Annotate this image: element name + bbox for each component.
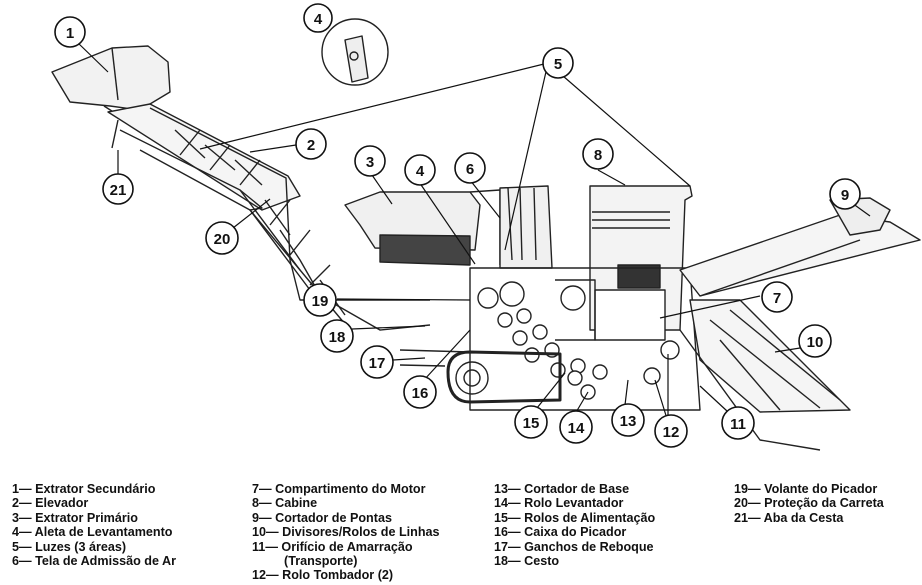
legend-item: 6— Tela de Admissão de Ar bbox=[12, 554, 177, 569]
callout-label: 16 bbox=[412, 385, 429, 402]
legend-item: 17— Ganchos de Reboque bbox=[494, 539, 654, 554]
callout-14: 14 bbox=[559, 410, 593, 444]
callout-4-inset: 4 bbox=[303, 3, 333, 33]
callout-label: 7 bbox=[773, 290, 781, 307]
callout-label: 10 bbox=[807, 334, 824, 351]
callout-label: 12 bbox=[663, 424, 680, 441]
callout-label: 3 bbox=[366, 154, 374, 171]
callout-label: 8 bbox=[594, 147, 602, 164]
callout-label: 19 bbox=[312, 293, 329, 310]
callout-8: 8 bbox=[582, 138, 614, 170]
feed-rollers-shape bbox=[477, 281, 680, 400]
callout-label: 2 bbox=[307, 137, 315, 154]
callout-5: 5 bbox=[542, 47, 574, 79]
callout-7: 7 bbox=[761, 281, 793, 313]
harvester-drawing: 1 2 3 4 4 5 6 7 8 9 10 11 12 13 14 15 16… bbox=[51, 3, 921, 451]
legend-column-2: 7— Compartimento do Motor 8— Cabine 9— C… bbox=[252, 482, 440, 583]
leader-lines bbox=[76, 41, 871, 423]
legend-item: 2— Elevador bbox=[12, 496, 89, 511]
callout-label: 6 bbox=[466, 161, 474, 178]
parts-legend: 1— Extrator Secundário 2— Elevador 3— Ex… bbox=[0, 482, 922, 585]
callout-15: 15 bbox=[514, 405, 548, 439]
legend-item: 14— Rolo Levantador bbox=[494, 496, 624, 511]
callout-4: 4 bbox=[404, 154, 436, 186]
callout-11: 11 bbox=[721, 406, 755, 440]
callout-label: 15 bbox=[523, 415, 540, 432]
crop-divider-shape bbox=[679, 197, 921, 451]
legend-item: 1— Extrator Secundário bbox=[12, 482, 156, 496]
legend-item: 16— Caixa do Picador bbox=[494, 525, 627, 540]
legend-item: 12— Rolo Tombador (2) bbox=[252, 568, 394, 583]
legend-item: 9— Cortador de Pontas bbox=[252, 510, 392, 525]
callout-17: 17 bbox=[360, 345, 394, 379]
callout-9: 9 bbox=[829, 178, 861, 210]
legend-column-1: 1— Extrator Secundário 2— Elevador 3— Ex… bbox=[12, 482, 176, 568]
legend-item: 20— Proteção da Carreta bbox=[734, 496, 884, 511]
legend-item: 15— Rolos de Alimentação bbox=[494, 510, 656, 525]
legend-item: 7— Compartimento do Motor bbox=[252, 482, 426, 496]
callout-label: 17 bbox=[369, 355, 386, 372]
legend-item: 8— Cabine bbox=[252, 496, 318, 511]
legend-item: 19— Volante do Picador bbox=[734, 482, 878, 496]
callout-label: 4 bbox=[416, 163, 425, 180]
legend-column-3: 13— Cortador de Base 14— Rolo Levantador… bbox=[494, 482, 655, 568]
legend-item: 3— Extrator Primário bbox=[12, 510, 138, 525]
callout-19: 19 bbox=[303, 283, 337, 317]
callouts: 1 2 3 4 4 5 6 7 8 9 10 11 12 13 14 15 16… bbox=[54, 3, 861, 448]
callout-label: 13 bbox=[620, 413, 637, 430]
legend-item: 11— Orifício de Amarração bbox=[252, 539, 413, 554]
callout-12: 12 bbox=[654, 414, 688, 448]
detail-inset-shape bbox=[321, 18, 389, 86]
legend-item: 5— Luzes (3 áreas) bbox=[12, 539, 127, 554]
legend-item: 13— Cortador de Base bbox=[494, 482, 630, 496]
callout-label: 18 bbox=[329, 329, 346, 346]
callout-1: 1 bbox=[54, 16, 86, 48]
callout-18: 18 bbox=[320, 319, 354, 353]
legend-item: 10— Divisores/Rolos de Linhas bbox=[252, 525, 440, 540]
legend-column-4: 19— Volante do Picador 20— Proteção da C… bbox=[734, 482, 884, 525]
track-shape bbox=[399, 349, 562, 404]
callout-21: 21 bbox=[102, 173, 134, 205]
callout-label: 14 bbox=[568, 420, 585, 437]
legend-item: 21— Aba da Cesta bbox=[734, 510, 844, 525]
callout-16: 16 bbox=[403, 375, 437, 409]
harvester-body-shape bbox=[344, 185, 701, 411]
callout-20: 20 bbox=[205, 221, 239, 255]
legend-item: 18— Cesto bbox=[494, 554, 560, 569]
callout-6: 6 bbox=[454, 152, 486, 184]
callout-label: 11 bbox=[730, 416, 746, 433]
callout-label: 20 bbox=[214, 231, 231, 248]
callout-label: 4 bbox=[314, 11, 323, 28]
callout-13: 13 bbox=[611, 403, 645, 437]
callout-3: 3 bbox=[354, 145, 386, 177]
callout-2: 2 bbox=[295, 128, 327, 160]
callout-label: 5 bbox=[554, 56, 562, 73]
callout-label: 21 bbox=[110, 182, 127, 199]
callout-label: 9 bbox=[841, 187, 849, 204]
legend-item: 4— Aleta de Levantamento bbox=[12, 525, 173, 540]
legend-item: (Transporte) bbox=[284, 554, 358, 569]
callout-label: 1 bbox=[66, 25, 74, 42]
callout-10: 10 bbox=[798, 324, 832, 358]
